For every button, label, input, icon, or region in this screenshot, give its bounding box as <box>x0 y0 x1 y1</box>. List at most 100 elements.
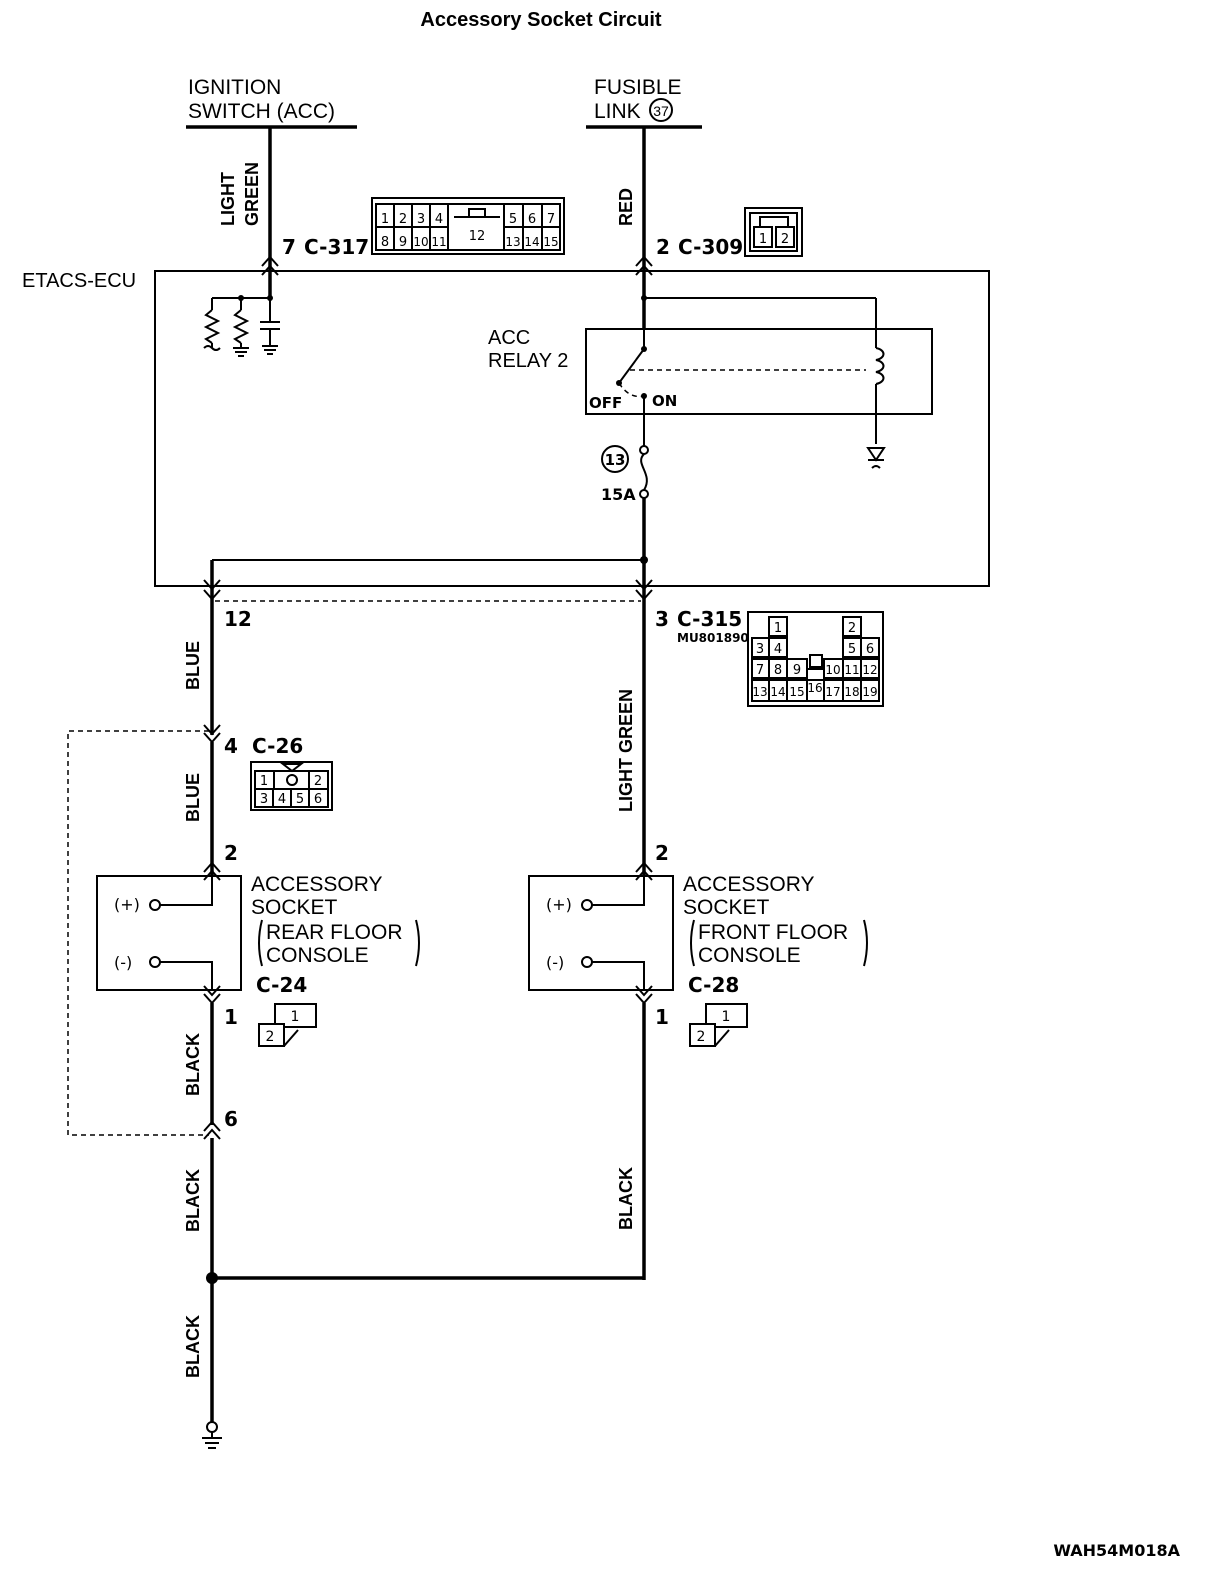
c315-cell-6: 6 <box>866 642 874 657</box>
c309-pin: 2 <box>656 235 670 259</box>
coil-ground-icon <box>866 447 886 469</box>
c317-cell-1: 1 <box>381 212 389 227</box>
c317-cell-8: 8 <box>381 235 389 250</box>
c317-cell-10: 10 <box>413 235 428 249</box>
rear-socket-line2: SOCKET <box>251 896 338 919</box>
c315-cell-5: 5 <box>848 642 856 657</box>
c309-connector-face: 1 2 <box>744 207 803 257</box>
fuse-rating: 15A <box>601 485 636 504</box>
acc-relay-2: OFF ON <box>585 328 933 444</box>
rear-socket-bracket-right <box>415 919 420 967</box>
c26-cell-3: 3 <box>260 792 268 807</box>
c28-connector-face: 1 2 <box>689 1003 748 1047</box>
c315-cell-18: 18 <box>844 685 859 699</box>
c26-connector-face: 1 2 3 4 5 6 <box>250 761 333 811</box>
fusible-number: 37 <box>653 103 669 119</box>
fusible-label-line1: FUSIBLE <box>594 76 682 99</box>
diagram-code: WAH54M018A <box>1053 1541 1180 1560</box>
c317-cell-4: 4 <box>435 212 443 227</box>
c24-cell-1: 1 <box>291 1009 300 1025</box>
c26-cell-2: 2 <box>314 774 322 789</box>
c309-cell-1: 1 <box>759 232 767 247</box>
c26-cell-4: 4 <box>278 792 286 807</box>
rear-socket-plus: (+) <box>114 895 140 914</box>
c315-cell-15: 15 <box>789 685 804 699</box>
c26-id: C-26 <box>252 734 303 758</box>
c315-cell-12: 12 <box>862 663 877 677</box>
rear-socket-bracket-left <box>258 919 263 967</box>
ignition-label-line2: SWITCH (ACC) <box>188 100 335 123</box>
c317-id: C-317 <box>304 235 369 259</box>
wire-label-black-b: BLACK <box>183 1169 203 1232</box>
c315-id: C-315 <box>677 607 742 631</box>
c28-cell-2: 2 <box>697 1029 706 1045</box>
wire-label-light-green: LIGHT GREEN <box>616 689 636 812</box>
c317-cell-9: 9 <box>399 235 407 250</box>
c315-pin: 3 <box>655 607 669 631</box>
c317-cell-15: 15 <box>543 235 558 249</box>
ecu-label: ETACS-ECU <box>22 270 136 292</box>
c24-cell-2: 2 <box>266 1029 275 1045</box>
c317-cell-12: 12 <box>469 229 486 244</box>
c315-connector-face: 1 2 3 4 5 6 7 8 9 10 11 12 13 14 15 16 1… <box>747 611 884 707</box>
fuse-number: 13 <box>605 451 626 469</box>
c315-cell-10: 10 <box>825 663 840 677</box>
relay-off-label: OFF <box>589 394 622 412</box>
c315-cell-16: 16 <box>807 681 822 695</box>
c26-harness-outline <box>67 730 209 1136</box>
input-filter-network <box>203 295 280 357</box>
c315-cell-4: 4 <box>774 642 782 657</box>
c24-pin-pos: 2 <box>224 841 238 865</box>
c317-cell-2: 2 <box>399 212 407 227</box>
fusible-link-source: FUSIBLE LINK 37 <box>586 76 702 129</box>
fusible-label-line2: LINK <box>594 100 641 123</box>
relay-label-line2: RELAY 2 <box>488 350 568 372</box>
wire-label-black-c: BLACK <box>616 1167 636 1230</box>
c24-connector-face: 1 2 <box>258 1003 317 1047</box>
ground-icon <box>202 1421 222 1449</box>
relay-label-line1: ACC <box>488 327 530 349</box>
ignition-switch-source: IGNITION SWITCH (ACC) <box>186 76 357 129</box>
c317-cell-6: 6 <box>528 212 536 227</box>
c315-part-number: MU801890 <box>677 631 749 645</box>
c315-cell-13: 13 <box>752 685 767 699</box>
front-socket-line4: CONSOLE <box>698 944 801 967</box>
c28-id: C-28 <box>688 973 739 997</box>
wire-label-black-a: BLACK <box>183 1033 203 1096</box>
c315-cell-1: 1 <box>774 621 782 636</box>
c315-cell-19: 19 <box>862 685 877 699</box>
c26-pin-in: 4 <box>224 734 238 758</box>
c315-cell-11: 11 <box>844 663 859 677</box>
front-socket-line1: ACCESSORY <box>683 873 815 896</box>
c28-pin-pos: 2 <box>655 841 669 865</box>
rear-socket-line1: ACCESSORY <box>251 873 383 896</box>
c309-id: C-309 <box>678 235 743 259</box>
relay-on-label: ON <box>652 392 677 410</box>
c26-cell-1: 1 <box>260 774 268 789</box>
front-socket-plus: (+) <box>546 895 572 914</box>
front-socket-bracket-left <box>690 919 695 967</box>
fuse-13: 13 15A <box>601 445 649 504</box>
c24-pin-neg: 1 <box>224 1005 238 1029</box>
fusible-number-circle <box>649 98 673 122</box>
front-socket-line2: SOCKET <box>683 896 770 919</box>
front-socket-bracket-right <box>863 919 868 967</box>
c24-id: C-24 <box>256 973 307 997</box>
wire-label-blue-lower: BLUE <box>183 773 203 822</box>
c315-cell-8: 8 <box>774 663 782 678</box>
c317-cell-5: 5 <box>509 212 517 227</box>
c315-cell-14: 14 <box>770 685 785 699</box>
diagram-title: Accessory Socket Circuit <box>420 9 662 31</box>
c315-cell-2: 2 <box>848 621 856 636</box>
rear-socket-line3: REAR FLOOR <box>266 921 403 944</box>
wire-label-red: RED <box>616 188 636 226</box>
c315-cell-17: 17 <box>825 685 840 699</box>
c317-cell-14: 14 <box>524 235 539 249</box>
c26-cell-6: 6 <box>314 792 322 807</box>
c315-cell-9: 9 <box>793 663 801 678</box>
front-socket-minus: (-) <box>546 953 564 972</box>
wire-label-light: LIGHT <box>218 172 238 226</box>
c28-pin-neg: 1 <box>655 1005 669 1029</box>
ignition-label-line1: IGNITION <box>188 76 281 99</box>
c26-pin-out: 6 <box>224 1107 238 1131</box>
